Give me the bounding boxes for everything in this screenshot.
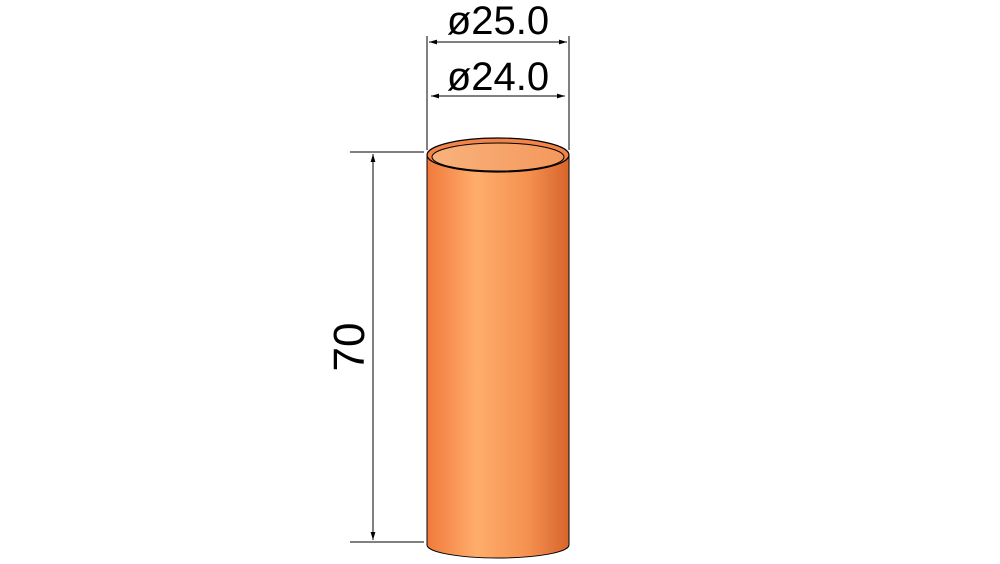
dimension-inner-diameter: ø24.0 [431, 55, 565, 99]
tube-inner-opening [431, 142, 565, 172]
tube [426, 137, 570, 559]
length-label: 70 [325, 323, 374, 372]
dimension-outer-diameter: ø25.0 [426, 0, 570, 150]
dimension-length: 70 [325, 151, 424, 543]
inner-diameter-label: ø24.0 [447, 55, 549, 99]
outer-diameter-label: ø25.0 [447, 0, 549, 43]
tube-body [426, 154, 570, 559]
